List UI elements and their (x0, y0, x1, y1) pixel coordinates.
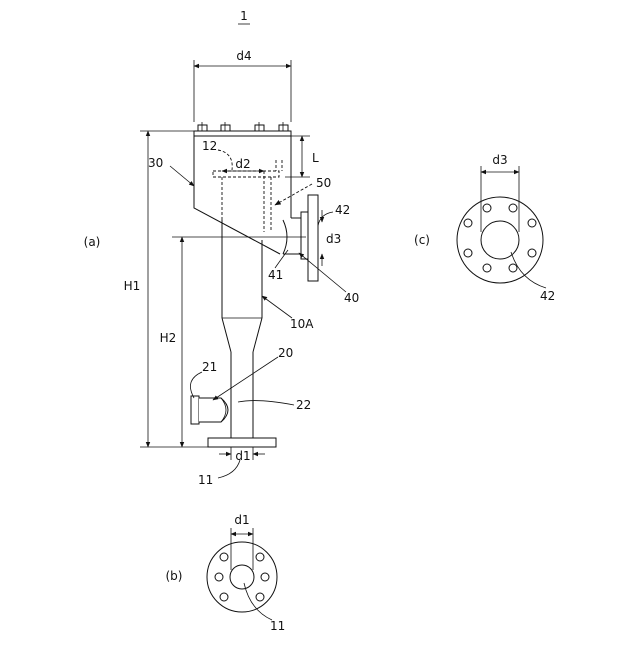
dim-d3-a: d3 (326, 232, 341, 246)
top-lid (194, 131, 291, 136)
side-flange-face (457, 197, 543, 283)
dim-d4: d4 (236, 49, 251, 63)
view-a: (a) (84, 49, 360, 487)
dim-L: L (312, 151, 319, 165)
ref-40: 40 (344, 291, 359, 305)
ref-12: 12 (202, 139, 217, 153)
ref-41: 41 (268, 268, 283, 282)
bottom-flange (208, 438, 276, 447)
view-a-label: (a) (84, 235, 101, 249)
upper-body-left (194, 136, 280, 254)
bottom-flange-bore (230, 565, 254, 589)
ref-11-b: 11 (270, 619, 285, 633)
dim-d1-a: d1 (235, 449, 250, 463)
inlet-nozzle (191, 396, 228, 424)
view-c: (c) d3 42 (414, 153, 555, 303)
ref-42-a: 42 (335, 203, 350, 217)
side-flange (308, 195, 318, 281)
top-bolts (198, 122, 288, 131)
dim-H1: H1 (124, 279, 141, 293)
dim-H2: H2 (160, 331, 177, 345)
side-flange-bore (481, 221, 519, 259)
ref-20: 20 (278, 346, 293, 360)
view-b-label: (b) (166, 569, 183, 583)
dim-d1-b: d1 (234, 513, 249, 527)
dim-d2: d2 (235, 157, 250, 171)
bottom-flange-bolt-holes (215, 553, 269, 601)
figure-number: 1 (240, 9, 248, 23)
ref-10A: 10A (290, 317, 314, 331)
reducer (222, 318, 262, 352)
ref-22: 22 (296, 398, 311, 412)
side-flange-bolt-holes (464, 204, 536, 272)
ref-11-a: 11 (198, 473, 213, 487)
view-b: (b) d1 11 (166, 513, 286, 633)
ref-42-c: 42 (540, 289, 555, 303)
bottom-flange-face (207, 542, 277, 612)
side-nozzle (283, 195, 318, 281)
dim-d3-c: d3 (492, 153, 507, 167)
view-c-label: (c) (414, 233, 430, 247)
ref-50: 50 (316, 176, 331, 190)
ref-21: 21 (202, 360, 217, 374)
ref-30: 30 (148, 156, 163, 170)
